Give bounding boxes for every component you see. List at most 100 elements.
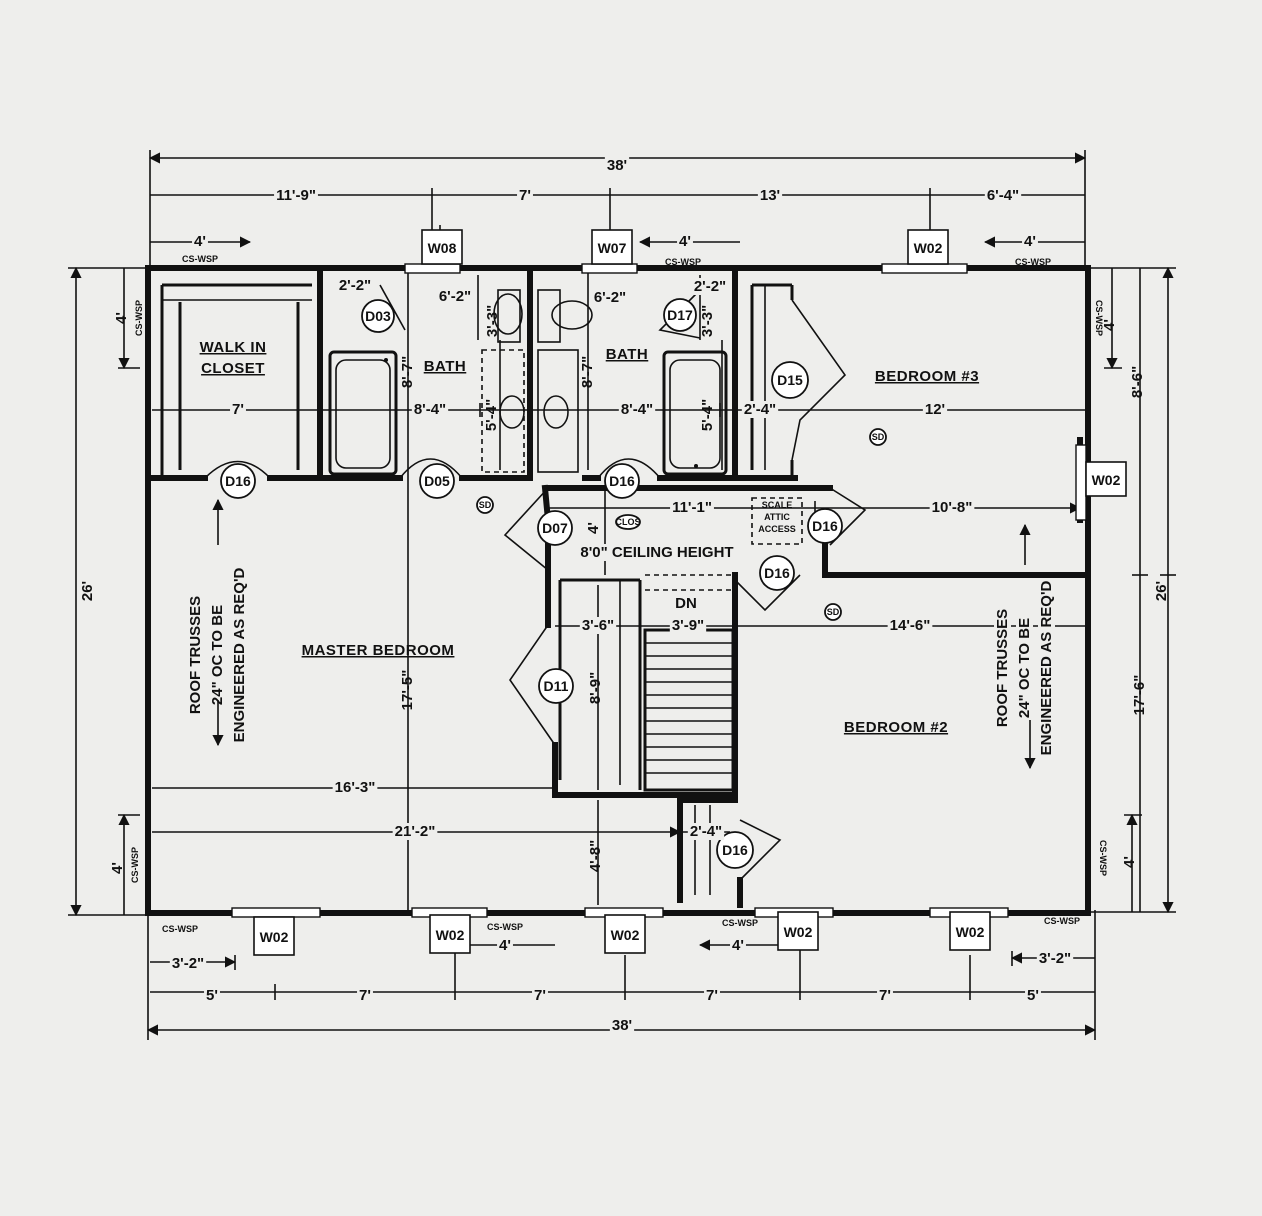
label-backing: [929, 499, 975, 516]
toilet-icon: [537, 289, 593, 343]
shear-wall-label: CS-WSP: [1015, 257, 1051, 267]
window-tag-right-w02: W02: [1092, 472, 1121, 488]
shear-wall-label: CS-WSP: [134, 300, 144, 336]
dim-bottom-4-a: 4': [499, 937, 511, 954]
label-backing: [1022, 233, 1038, 250]
dim-left-4-top: 4': [113, 312, 130, 324]
label-backing: [411, 401, 449, 418]
label-backing: [609, 1017, 635, 1034]
dim-bath-8-4-right: 8'-4": [621, 401, 653, 418]
room-bath-left: BATH: [424, 358, 467, 375]
dim-6-2-right: 6'-2": [594, 289, 626, 306]
dim-top-4-mid: 4': [679, 233, 691, 250]
label-backing: [984, 187, 1022, 204]
dim-6-2-left: 6'-2": [439, 288, 471, 305]
dim-bottom-4-b: 4': [732, 937, 744, 954]
label-backing: [0, 0, 19, 4]
dim-right-26: 26': [1153, 581, 1170, 601]
dim-4-8: 4'-8": [587, 840, 604, 872]
dim-2-4-lower: 2'-4": [690, 823, 722, 840]
label-backing: [332, 779, 378, 796]
shear-wall-label: CS-WSP: [162, 924, 198, 934]
label-backing: [497, 937, 513, 954]
door-tag-d15: D15: [777, 372, 803, 388]
ceiling-height-note: 8'0" CEILING HEIGHT: [580, 544, 733, 561]
dim-top-4-right: 4': [1024, 233, 1036, 250]
door-tags: D03 D17 D15 D16 D05 D16 D07 D16 D16 D11 …: [220, 298, 843, 869]
room-bedroom-2: BEDROOM #2: [844, 719, 948, 736]
label-backing: [169, 955, 207, 972]
label-backing: [204, 987, 220, 1004]
door-tag-d16-closet: D16: [225, 473, 251, 489]
door-tag-d17: D17: [667, 307, 693, 323]
roof-trusses-right-3: ENGINEERED AS REQ'D: [1038, 580, 1055, 755]
label-backing: [1016, 615, 1033, 721]
smoke-detector-icon: SD SD SD CLOS: [476, 428, 887, 621]
window-tag-bottom-2: W02: [436, 927, 465, 943]
window-icon: W02: [1085, 461, 1127, 497]
dim-5-4-left: 5'-4": [483, 399, 500, 431]
door-tag-d03: D03: [365, 308, 391, 324]
window-tag-bottom-3: W02: [611, 927, 640, 943]
sd-label-1: SD: [479, 500, 492, 510]
window-icon: W08: [421, 225, 463, 265]
label-backing: [591, 289, 629, 306]
dim-top-6-4: 6'-4": [987, 187, 1019, 204]
dim-top-7: 7': [519, 187, 531, 204]
shear-wall-label: CS-WSP: [722, 918, 758, 928]
dim-right-17-6: 17'-6": [1131, 675, 1148, 716]
window-tag-bottom-1: W02: [260, 929, 289, 945]
shear-wall-label: CS-WSP: [182, 254, 218, 264]
dim-bottom-5-right: 5': [1027, 987, 1039, 1004]
dim-8-7-right: 8'-7": [579, 356, 596, 388]
dim-bed3-10-8: 10'-8": [932, 499, 973, 516]
label-backing: [578, 544, 736, 561]
label-backing: [922, 401, 948, 418]
label-backing: [209, 602, 226, 708]
window-tag-bottom-4: W02: [784, 924, 813, 940]
window-icon: W02: [429, 914, 471, 954]
shear-wall-label: CS-WSP: [1094, 300, 1104, 336]
room-master-bedroom: MASTER BEDROOM: [302, 642, 455, 659]
label-backing: [230, 401, 246, 418]
toilet-icon: [493, 289, 523, 343]
label-backing: [677, 233, 693, 250]
door-tag-d16-bath: D16: [609, 473, 635, 489]
dim-bed2-14-6: 14'-6": [890, 617, 931, 634]
shear-wall-label: CS-WSP: [130, 847, 140, 883]
dim-top-11-9: 11'-9": [276, 187, 316, 204]
dim-top-13: 13': [760, 187, 780, 204]
dim-3-3-left: 3'-3": [484, 305, 501, 337]
label-backing: [994, 606, 1011, 730]
dim-master-21-2: 21'-2": [395, 823, 436, 840]
staircase: [643, 574, 735, 792]
room-walk-in-closet-2: CLOSET: [201, 360, 265, 377]
room-bath-right: BATH: [606, 346, 649, 363]
label-backing: [357, 987, 373, 1004]
dim-5-4-right: 5'-4": [699, 399, 716, 431]
room-walk-in-closet-1: WALK IN: [200, 339, 267, 356]
dim-bottom-5-left: 5': [206, 987, 218, 1004]
attic-line-3: ACCESS: [758, 524, 796, 534]
door-tag-d16-attic: D16: [812, 518, 838, 534]
door-tag-d07: D07: [542, 520, 568, 536]
attic-line-1: SCALE: [762, 500, 793, 510]
attic-access: SCALE ATTIC ACCESS: [751, 497, 803, 545]
dim-right-4-bottom: 4': [1121, 856, 1138, 868]
label-backing: [392, 823, 438, 840]
hall-closet-label: CLOS: [615, 517, 640, 527]
label-backing: [604, 157, 630, 174]
stair-direction: DN: [675, 595, 697, 612]
window-tag-w07: W07: [598, 240, 627, 256]
dim-8-9: 8'-9": [587, 672, 604, 704]
dim-bed3-12: 12': [925, 401, 945, 418]
dim-bottom-3-2-right: 3'-2": [1039, 950, 1071, 967]
label-backing: [887, 617, 933, 634]
door-tag-d05: D05: [424, 473, 450, 489]
roof-trusses-right: ROOF TRUSSES 24" OC TO BE ENGINEERED AS …: [994, 578, 1055, 758]
dim-right-8-6: 8'-6": [1129, 366, 1146, 398]
label-backing: [187, 593, 204, 717]
sd-label-2: SD: [872, 432, 885, 442]
dim-hall-4: 4': [585, 522, 602, 534]
